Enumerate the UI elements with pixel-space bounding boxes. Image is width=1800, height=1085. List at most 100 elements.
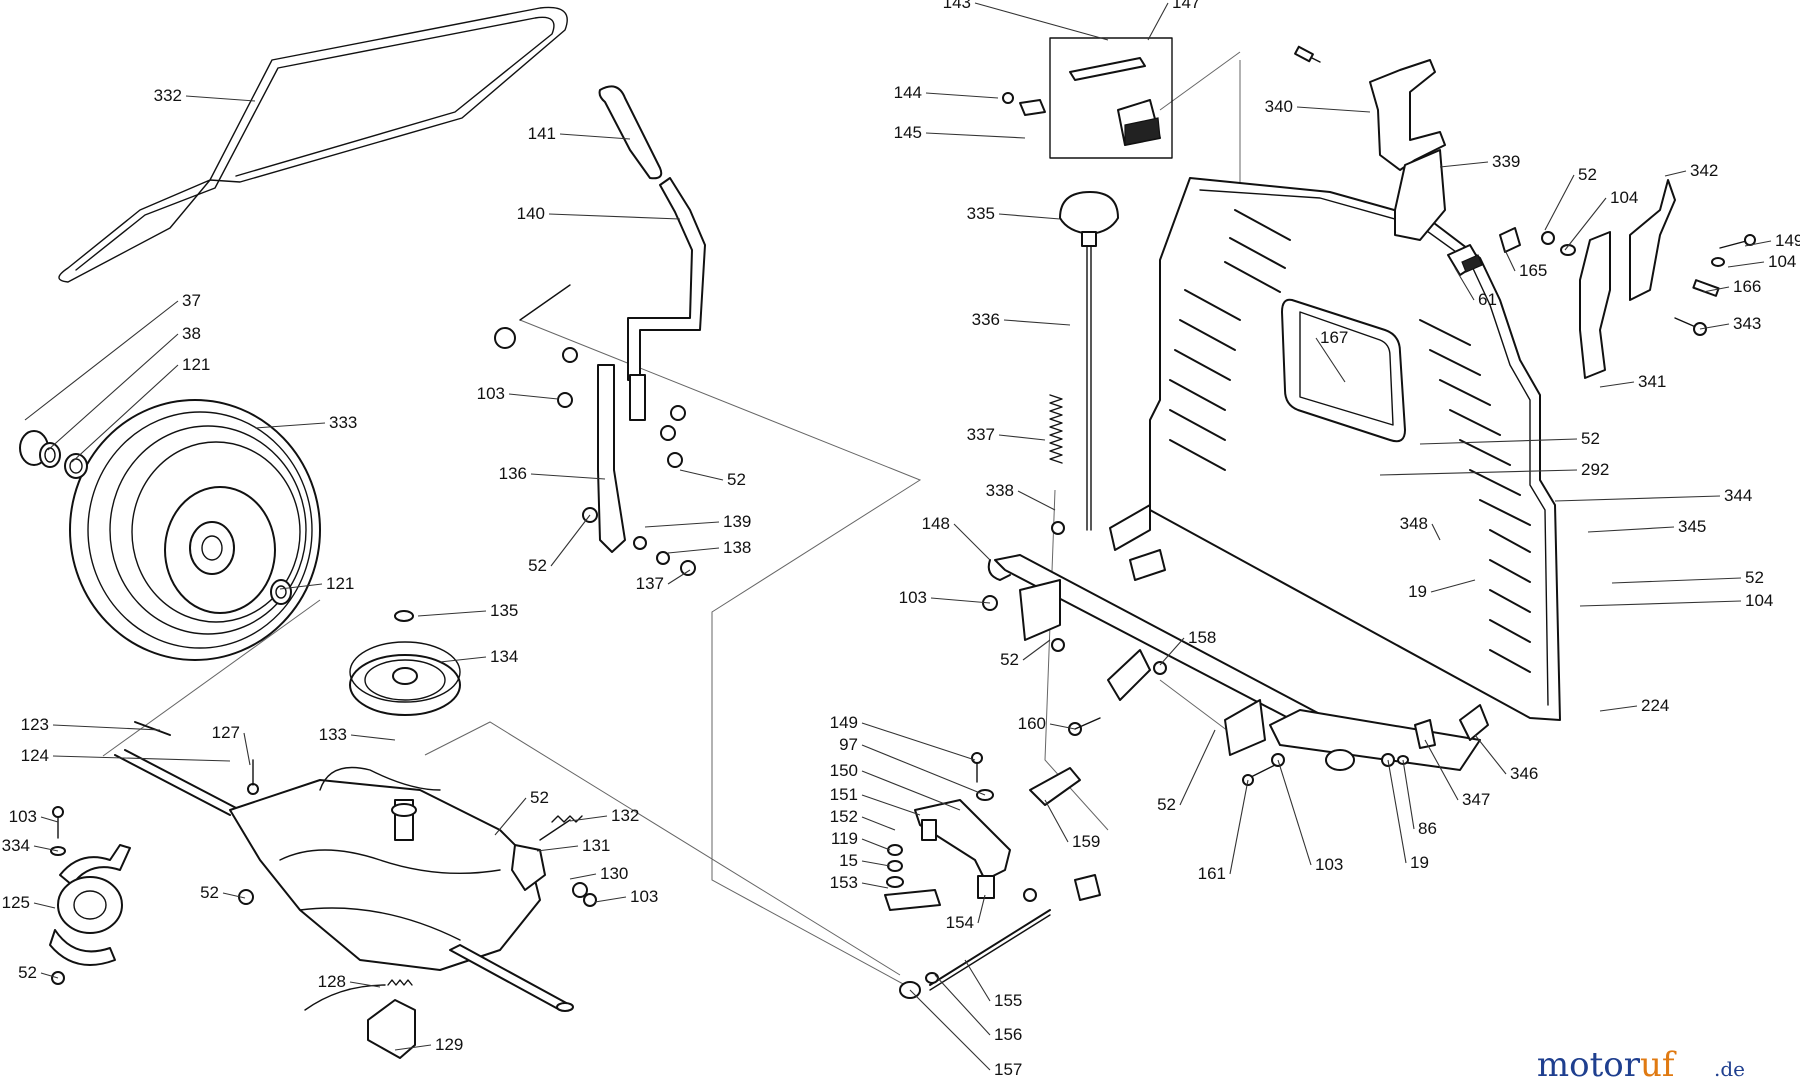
height-adjust-knob-rod	[1049, 191, 1119, 535]
leader-line-c346	[1474, 734, 1507, 775]
leader-line-c19a	[1430, 579, 1476, 593]
logo-text-motor: motor	[1537, 1045, 1641, 1085]
leader-line-c135	[417, 610, 487, 617]
leader-line-c19b	[1387, 759, 1407, 864]
wheel-washers	[19, 430, 292, 605]
part-number-label: 103	[630, 887, 658, 906]
part-number-label: 152	[830, 807, 858, 826]
leader-line-c132	[569, 815, 608, 822]
leader-line-c333	[254, 422, 326, 429]
part-number-label: 131	[582, 836, 610, 855]
part-number-label: 224	[1641, 696, 1669, 715]
leader-line-c348	[1431, 523, 1441, 541]
part-number-label: 148	[922, 514, 950, 533]
part-number-label: 130	[600, 864, 628, 883]
part-number-label: 145	[894, 123, 922, 142]
leader-line-c338	[1017, 490, 1056, 511]
part-number-label: 337	[967, 425, 995, 444]
part-number-label: 167	[1320, 328, 1348, 347]
leader-line-c127	[243, 732, 251, 766]
leader-line-c344	[1554, 495, 1721, 502]
right-side-brackets	[1541, 179, 1756, 379]
leader-line-c119	[861, 838, 891, 851]
part-number-label: 136	[499, 464, 527, 483]
part-number-label: 61	[1478, 290, 1497, 309]
part-number-label: 348	[1400, 514, 1428, 533]
part-number-label: 38	[182, 324, 201, 343]
logo-text-domain: .de	[1714, 1057, 1745, 1081]
leader-line-c52d	[40, 972, 59, 979]
part-number-label: 341	[1638, 372, 1666, 391]
leader-line-c103c	[40, 816, 59, 823]
part-number-label: 161	[1198, 864, 1226, 883]
part-number-label: 52	[1157, 795, 1176, 814]
part-number-label: 119	[831, 829, 858, 848]
part-number-label: 338	[986, 481, 1014, 500]
part-number-label: 143	[943, 0, 971, 12]
axle-bearing-support	[49, 806, 131, 985]
part-number-label: 104	[1610, 188, 1638, 207]
logo-text-uf: uf	[1640, 1045, 1677, 1085]
leader-line-c121a	[71, 364, 179, 463]
leader-line-c137	[667, 569, 691, 585]
part-number-label: 19	[1410, 853, 1429, 872]
part-number-label: 346	[1510, 764, 1538, 783]
control-linkage	[884, 752, 1101, 999]
leader-line-c152	[861, 816, 896, 831]
part-number-label: 149	[1775, 231, 1800, 250]
leader-line-c140	[548, 213, 681, 220]
leader-line-c341	[1599, 381, 1635, 388]
part-number-label: 165	[1519, 261, 1547, 280]
part-number-label: 52	[1000, 650, 1019, 669]
part-number-label: 128	[318, 972, 346, 991]
leader-line-c337	[998, 434, 1046, 441]
part-number-label: 166	[1733, 277, 1761, 296]
leader-line-c136	[530, 473, 606, 480]
transaxle-housing	[114, 721, 597, 1012]
leader-line-c86	[1402, 759, 1415, 830]
part-number-label: 103	[899, 588, 927, 607]
leader-line-c147	[1147, 2, 1169, 41]
seat-switch-kit-box	[1002, 37, 1173, 159]
leader-line-c139	[644, 521, 720, 528]
leader-line-c151	[861, 794, 921, 816]
part-number-label: 125	[2, 893, 30, 912]
leader-line-c292	[1379, 469, 1578, 476]
part-number-label: 159	[1072, 832, 1100, 851]
shift-lever-assembly	[494, 85, 706, 576]
leader-line-c129	[394, 1044, 432, 1051]
leader-line-c104b	[1727, 261, 1765, 268]
leader-line-c103a	[508, 393, 559, 400]
part-number-label: 52	[530, 788, 549, 807]
part-number-label: 121	[326, 574, 354, 593]
transmission-pulley	[349, 610, 461, 716]
leader-line-c149b	[861, 722, 976, 761]
leader-line-c52b	[550, 514, 591, 567]
part-number-label: 157	[994, 1060, 1022, 1079]
leader-line-c104a	[1564, 197, 1607, 251]
part-number-label: 104	[1745, 591, 1773, 610]
leader-line-c37	[24, 300, 179, 421]
leader-line-c339	[1439, 161, 1489, 168]
seat-brackets	[1294, 45, 1446, 241]
part-number-label: 344	[1724, 486, 1752, 505]
leader-line-c124	[52, 755, 231, 762]
part-number-label: 52	[1578, 165, 1597, 184]
part-number-label: 150	[830, 761, 858, 780]
leader-line-c121b	[279, 583, 323, 590]
leader-line-c97	[861, 744, 986, 796]
leader-line-c150	[861, 770, 961, 811]
fender-vent-slots	[1169, 209, 1531, 673]
drive-belt	[58, 6, 568, 283]
part-number-label: 151	[830, 785, 858, 804]
motoruf-logo: motor uf .de	[1537, 1045, 1745, 1085]
leader-line-c52i	[1611, 577, 1742, 584]
part-number-label: 52	[1581, 429, 1600, 448]
part-number-label: 15	[839, 851, 858, 870]
part-number-label: 124	[21, 746, 49, 765]
leader-line-c345	[1587, 526, 1675, 533]
part-number-label: 52	[18, 963, 37, 982]
part-number-label: 334	[2, 836, 30, 855]
leader-line-c156	[934, 974, 991, 1036]
